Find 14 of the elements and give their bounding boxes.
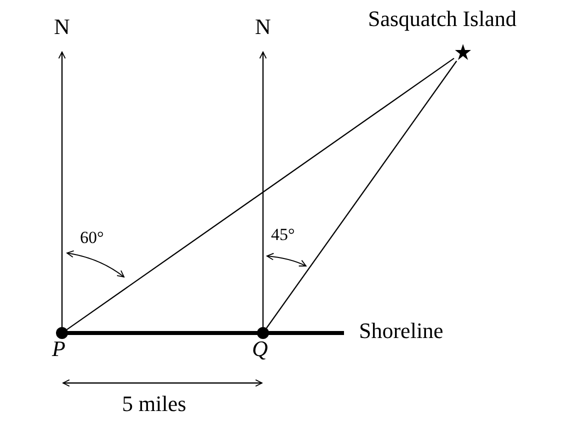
angle-label: 45° bbox=[271, 226, 295, 243]
shoreline-label: Shoreline bbox=[359, 320, 444, 342]
bearing-line bbox=[266, 60, 458, 328]
direction-label: N bbox=[253, 16, 273, 52]
north-arrow bbox=[259, 52, 267, 327]
direction-label: N bbox=[52, 16, 72, 52]
angle-label: 60° bbox=[80, 229, 104, 246]
point-label: P bbox=[52, 338, 66, 360]
island-star bbox=[454, 43, 472, 61]
place-label: Sasquatch Island bbox=[368, 8, 516, 30]
distance-label: 5 miles bbox=[122, 393, 186, 415]
north-arrow bbox=[58, 52, 66, 327]
point-label: Q bbox=[252, 338, 268, 360]
bearing-line bbox=[66, 58, 454, 330]
